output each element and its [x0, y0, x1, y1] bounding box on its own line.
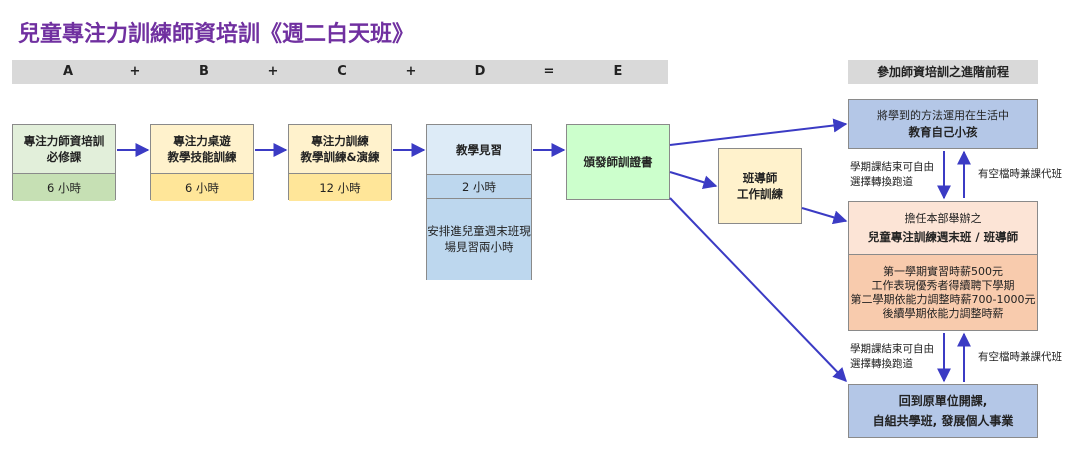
- outcome-return-line-2: 自組共學班, 發展個人事業: [872, 414, 1014, 428]
- outcome-return-text: 回到原單位開課, 自組共學班, 發展個人事業: [849, 385, 1037, 437]
- step-a-title: 專注力師資培訓 必修課: [13, 125, 115, 173]
- switch-note-upper: 學期課結束可自由 選擇轉換跑道: [850, 160, 934, 190]
- page-title: 兒童專注力訓練師資培訓《週二白天班》: [18, 22, 415, 47]
- parttime-note-lower: 有空檔時兼課代班: [978, 351, 1062, 363]
- parttime-note-upper: 有空檔時兼課代班: [978, 168, 1062, 180]
- arrow-e-to-self: [669, 118, 848, 146]
- outcome-job-detail-1: 第一學期實習時薪500元: [883, 264, 1003, 278]
- outcome-job-detail-3: 第二學期依能力調整時薪700-1000元: [850, 292, 1036, 306]
- step-d-box: 教學見習 2 小時 安排進兒童週末班現 場見習兩小時: [426, 124, 532, 280]
- formula-plus-3: +: [405, 64, 417, 79]
- formula-plus-2: +: [267, 64, 279, 79]
- step-b-title-1: 專注力桌遊: [173, 134, 231, 148]
- switch-note-lower: 學期課結束可自由 選擇轉換跑道: [850, 342, 934, 372]
- formula-d: D: [474, 64, 486, 79]
- step-d-title: 教學見習: [427, 125, 531, 174]
- step-a-title-1: 專注力師資培訓: [23, 134, 105, 148]
- step-d-note: 安排進兒童週末班現 場見習兩小時: [427, 198, 531, 280]
- formula-c: C: [337, 64, 347, 79]
- formula-a: A: [62, 64, 74, 79]
- mentor-label: 班導師 工作訓練: [719, 149, 801, 223]
- outcome-return-box: 回到原單位開課, 自組共學班, 發展個人事業: [848, 384, 1038, 438]
- right-header: 參加師資培訓之進階前程: [848, 60, 1038, 84]
- outcome-job-line-2: 兒童專注訓練週末班 / 班導師: [867, 230, 1019, 244]
- mentor-box: 班導師 工作訓練: [718, 148, 802, 224]
- mentor-line-2: 工作訓練: [737, 187, 783, 201]
- outcome-job-box: 擔任本部舉辦之 兒童專注訓練週末班 / 班導師 第一學期實習時薪500元 工作表…: [848, 201, 1038, 331]
- arrow-e-to-return: [669, 197, 847, 383]
- outcome-self-text: 將學到的方法運用在生活中 教育自己小孩: [849, 100, 1037, 148]
- outcome-job-title: 擔任本部舉辦之 兒童專注訓練週末班 / 班導師: [849, 202, 1037, 254]
- switch-note-lower-1: 學期課結束可自由: [850, 343, 934, 355]
- step-c-box: 專注力訓練 教學訓練&演練 12 小時: [288, 124, 392, 201]
- step-d-hours: 2 小時: [427, 174, 531, 199]
- formula-e: E: [613, 64, 623, 79]
- step-a-box: 專注力師資培訓 必修課 6 小時: [12, 124, 116, 201]
- arrow-mentor-to-job: [801, 207, 848, 225]
- formula-equals: =: [543, 64, 555, 79]
- arrow-e-to-mentor: [669, 171, 718, 190]
- step-c-title-1: 專注力訓練: [311, 134, 369, 148]
- outcome-job-line-1: 擔任本部舉辦之: [904, 212, 982, 225]
- step-a-title-2: 必修課: [46, 150, 82, 164]
- step-b-hours: 6 小時: [151, 173, 253, 201]
- step-c-hours: 12 小時: [289, 173, 391, 201]
- switch-note-lower-2: 選擇轉換跑道: [850, 358, 913, 370]
- switch-note-upper-2: 選擇轉換跑道: [850, 176, 913, 188]
- outcome-self-box: 將學到的方法運用在生活中 教育自己小孩: [848, 99, 1038, 149]
- certificate-label: 頒發師訓證書: [583, 155, 653, 169]
- outcome-job-detail-2: 工作表現優秀者得續聘下學期: [871, 278, 1015, 292]
- step-a-hours: 6 小時: [13, 173, 115, 201]
- outcome-self-line-1: 將學到的方法運用在生活中: [877, 109, 1009, 122]
- outcome-job-detail-4: 後續學期依能力調整時薪: [882, 306, 1004, 320]
- step-b-title-2: 教學技能訓練: [167, 150, 237, 164]
- step-d-note-1: 安排進兒童週末班現: [427, 224, 531, 238]
- formula-bar: A + B + C + D = E: [12, 60, 668, 84]
- outcome-job-details: 第一學期實習時薪500元 工作表現優秀者得續聘下學期 第二學期依能力調整時薪70…: [849, 254, 1037, 330]
- outcome-self-line-2: 教育自己小孩: [908, 125, 978, 139]
- certificate-box: 頒發師訓證書: [566, 124, 670, 200]
- formula-plus-1: +: [129, 64, 141, 79]
- step-b-box: 專注力桌遊 教學技能訓練 6 小時: [150, 124, 254, 201]
- step-c-title: 專注力訓練 教學訓練&演練: [289, 125, 391, 173]
- step-d-note-2: 場見習兩小時: [444, 240, 514, 254]
- formula-b: B: [199, 64, 209, 79]
- switch-note-upper-1: 學期課結束可自由: [850, 161, 934, 173]
- step-c-title-2: 教學訓練&演練: [300, 150, 380, 164]
- step-b-title: 專注力桌遊 教學技能訓練: [151, 125, 253, 173]
- mentor-line-1: 班導師: [742, 171, 778, 185]
- outcome-return-line-1: 回到原單位開課,: [898, 394, 988, 408]
